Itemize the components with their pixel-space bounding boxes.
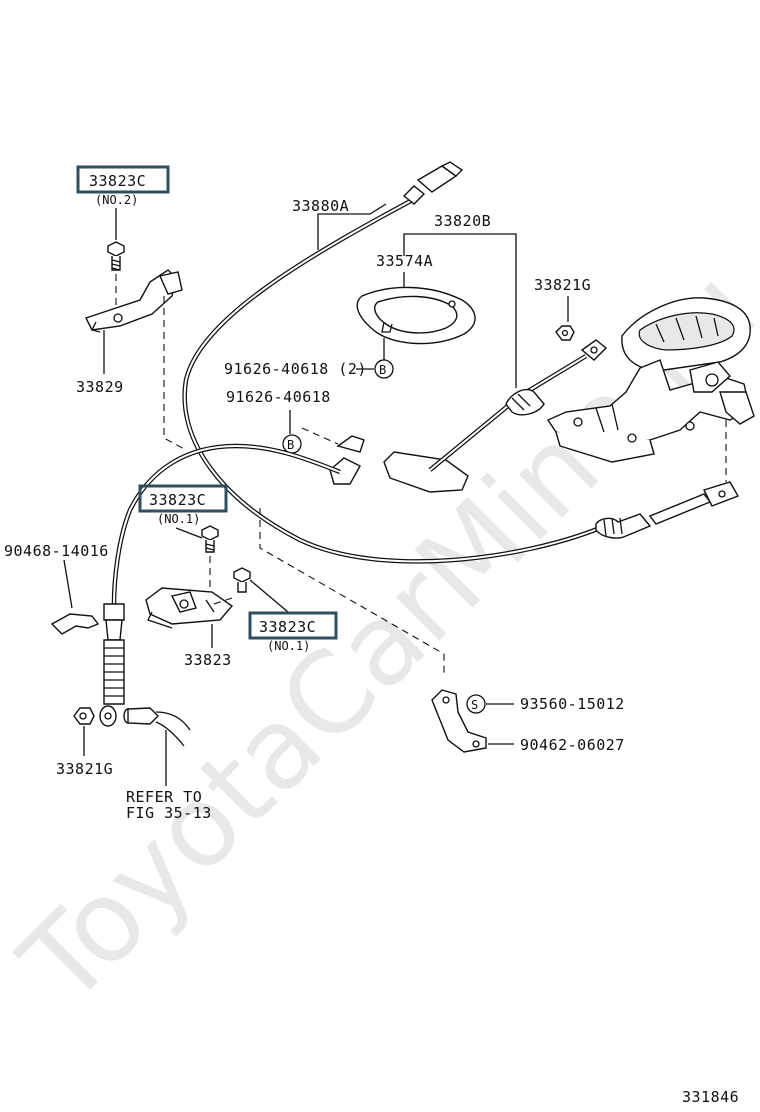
- cable-bracket-33823[interactable]: [145, 587, 234, 629]
- marker-b-1: B: [374, 359, 394, 379]
- leader-line: [249, 579, 289, 613]
- bracket-bottom-right[interactable]: [431, 689, 487, 753]
- cable-33880a[interactable]: [182, 161, 740, 564]
- nut-33821g-top[interactable]: [555, 325, 575, 341]
- svg-text:S: S: [471, 698, 478, 712]
- part-label-90468-14016: 90468-14016: [4, 542, 109, 560]
- svg-text:B: B: [379, 363, 386, 377]
- nut-33821g-bottom[interactable]: [73, 707, 95, 725]
- bolt-33823c-no2[interactable]: [107, 241, 125, 271]
- transmission-linkage-pin[interactable]: [123, 707, 191, 747]
- leader-dashed: [259, 508, 445, 676]
- part-number-label: 33823C: [259, 618, 316, 636]
- part-label-33820b: 33820B: [434, 212, 491, 230]
- leader-line: [317, 203, 387, 250]
- highlight-box: [76, 165, 170, 194]
- leader-bracket: [403, 233, 517, 388]
- leader-dashed: [163, 296, 187, 451]
- part-label-93560-15012: 93560-15012: [520, 695, 625, 713]
- part-label-90462-06027: 90462-06027: [520, 736, 625, 754]
- leader-line: [63, 559, 73, 609]
- bolt-33823c-no1-lower[interactable]: [233, 567, 251, 593]
- clip-90468-14016[interactable]: [50, 613, 100, 635]
- marker-s: S: [466, 694, 486, 714]
- leader-dashed: [213, 597, 233, 605]
- part-qualifier-label: (NO.1): [157, 512, 200, 526]
- callout-33823c-no1-lower[interactable]: 33823C (NO.1): [248, 611, 338, 653]
- callout-33823c-no2[interactable]: 33823C (NO.2): [76, 165, 170, 207]
- cable-transmission-side[interactable]: [99, 443, 341, 727]
- shift-lever-assembly[interactable]: [546, 297, 755, 463]
- marker-b-2: B: [282, 434, 302, 454]
- grommet-33574a[interactable]: [356, 286, 476, 345]
- bolt-33823c-no1-upper[interactable]: [201, 525, 219, 553]
- part-label-33821g-top: 33821G: [534, 276, 591, 294]
- part-label-33821g-bottom: 33821G: [56, 760, 113, 778]
- refer-note-line1: REFER TO: [126, 788, 202, 806]
- svg-text:B: B: [287, 438, 294, 452]
- leader-line: [175, 527, 203, 539]
- part-label-33823: 33823: [184, 651, 232, 669]
- part-label-33880a: 33880A: [292, 197, 349, 215]
- part-number-label: 33823C: [89, 172, 146, 190]
- cable-plate[interactable]: [329, 435, 469, 493]
- highlight-box: [248, 611, 338, 640]
- bracket-33829[interactable]: [85, 269, 183, 333]
- figure-number: 331846: [682, 1088, 739, 1106]
- part-label-33574a: 33574A: [376, 252, 433, 270]
- part-label-91626-40618: 91626-40618: [226, 388, 331, 406]
- callout-33823c-no1-upper[interactable]: 33823C (NO.1): [138, 484, 228, 526]
- leader-dashed: [301, 427, 339, 445]
- part-label-91626-40618-qty2: 91626-40618 (2): [224, 360, 367, 378]
- part-number-label: 33823C: [149, 491, 206, 509]
- part-qualifier-label: (NO.1): [267, 639, 310, 653]
- highlight-box: [138, 484, 228, 513]
- shift-rod-cable[interactable]: [428, 339, 608, 472]
- refer-note-line2: FIG 35-13: [126, 804, 212, 822]
- part-qualifier-label: (NO.2): [95, 193, 138, 207]
- part-label-33829: 33829: [76, 378, 124, 396]
